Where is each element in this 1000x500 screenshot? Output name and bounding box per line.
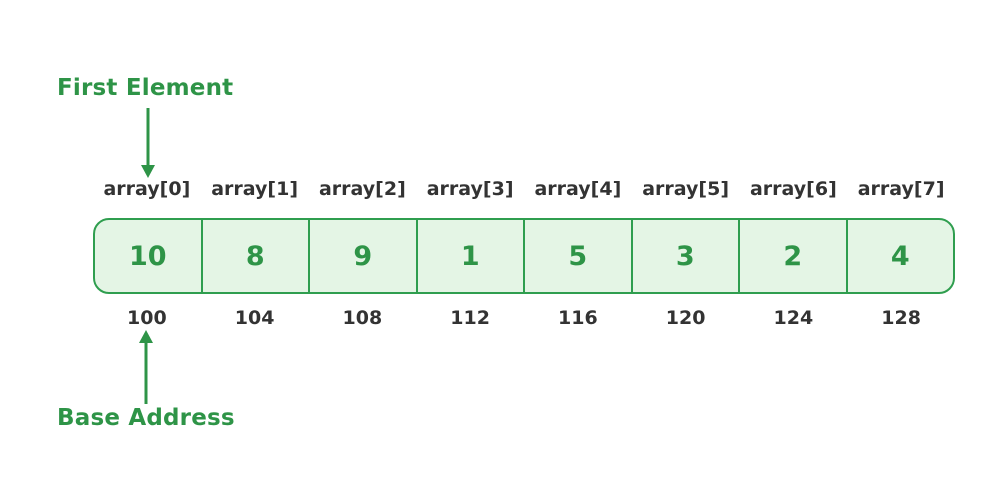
address-label-4: 116: [558, 307, 598, 329]
up-arrow-icon: [139, 330, 153, 404]
base-address-label: Base Address: [57, 405, 235, 431]
down-arrow-icon: [141, 108, 155, 178]
index-label-4: array[4]: [534, 178, 622, 200]
index-labels-row: array[0] array[1] array[2] array[3] arra…: [93, 178, 955, 200]
array-cell-2: 9: [310, 220, 418, 292]
address-label-3: 112: [450, 307, 490, 329]
array-cell-1: 8: [203, 220, 310, 292]
index-label-2: array[2]: [318, 178, 406, 200]
index-label-5: array[5]: [642, 178, 730, 200]
first-element-label: First Element: [57, 75, 234, 101]
array-cell-7: 4: [890, 240, 910, 272]
array-cell-6: 2: [740, 220, 848, 292]
index-label-7: array[7]: [857, 178, 945, 200]
address-labels-row: 100 104 108 112 116 120 124 128: [93, 307, 955, 329]
index-label-0: array[0]: [103, 178, 191, 200]
index-label-3: array[3]: [426, 178, 514, 200]
array-cell-0: 10: [95, 220, 203, 292]
address-label-7: 128: [881, 307, 921, 329]
address-label-0: 100: [127, 307, 167, 329]
array-cell-5: 3: [633, 220, 740, 292]
array-cell-3: 1: [418, 220, 525, 292]
address-label-6: 124: [773, 307, 814, 329]
index-label-1: array[1]: [211, 178, 299, 200]
array-cell-4: 5: [525, 220, 633, 292]
address-label-5: 120: [665, 307, 706, 329]
address-label-2: 108: [342, 307, 383, 329]
address-label-1: 104: [234, 307, 275, 329]
index-label-6: array[6]: [749, 178, 837, 200]
array-box: 10 8 9 1 5 3 2 4: [93, 218, 955, 294]
